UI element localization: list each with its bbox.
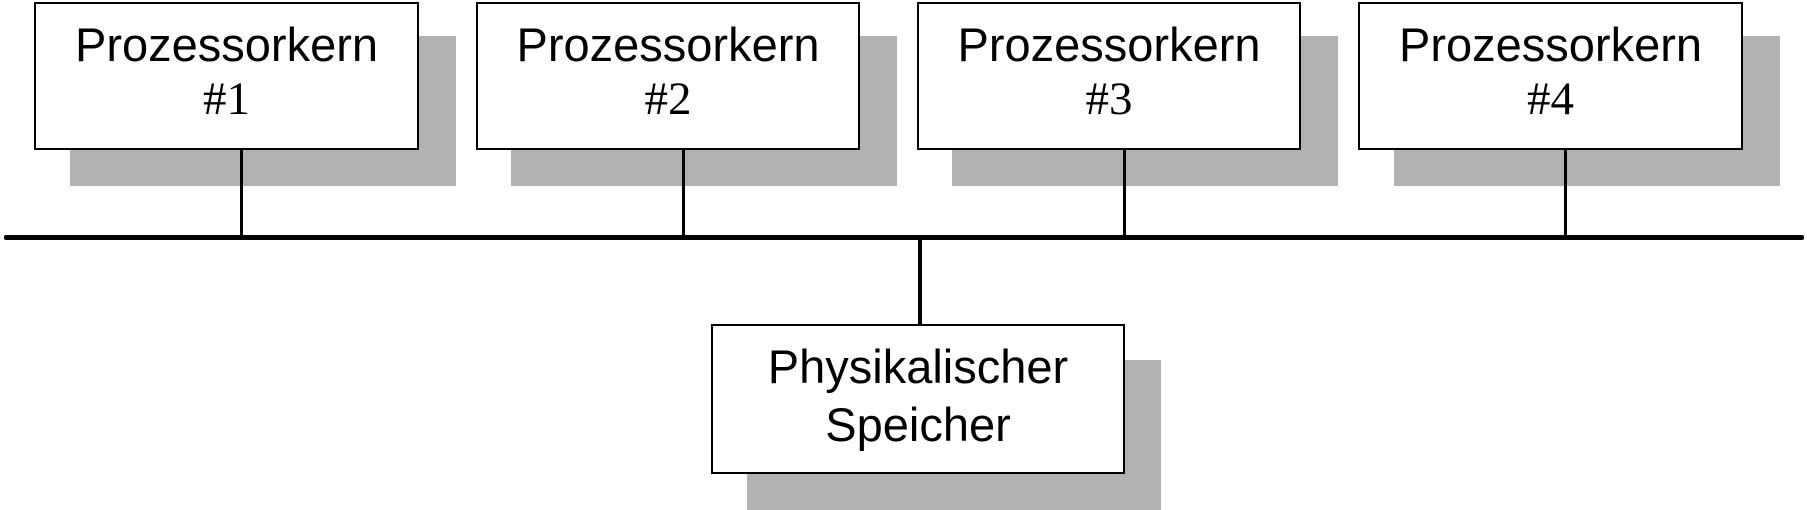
core-3-number: #3 bbox=[1085, 73, 1133, 125]
system-bus bbox=[4, 235, 1804, 240]
core-4-box: Prozessorkern #4 bbox=[1358, 2, 1743, 150]
memory-connector bbox=[918, 237, 922, 327]
core-1-connector bbox=[240, 148, 243, 238]
core-3-box: Prozessorkern #3 bbox=[917, 2, 1301, 150]
memory-box: Physikalischer Speicher bbox=[711, 324, 1125, 474]
core-4-title: Prozessorkern bbox=[1399, 18, 1702, 71]
core-4-number: #4 bbox=[1527, 73, 1574, 125]
core-2-box: Prozessorkern #2 bbox=[476, 2, 860, 150]
core-2-title: Prozessorkern bbox=[516, 18, 820, 71]
memory-label-line2: Speicher bbox=[825, 398, 1011, 451]
core-1-box: Prozessorkern #1 bbox=[34, 2, 419, 150]
core-4-connector bbox=[1564, 148, 1567, 238]
core-3-title: Prozessorkern bbox=[957, 18, 1261, 71]
core-2-number: #2 bbox=[644, 73, 692, 125]
memory-label-line1: Physikalischer bbox=[767, 340, 1069, 393]
core-1-title: Prozessorkern bbox=[75, 18, 378, 71]
core-2-connector bbox=[682, 148, 685, 238]
core-1-number: #1 bbox=[203, 73, 250, 125]
core-3-connector bbox=[1123, 148, 1126, 238]
